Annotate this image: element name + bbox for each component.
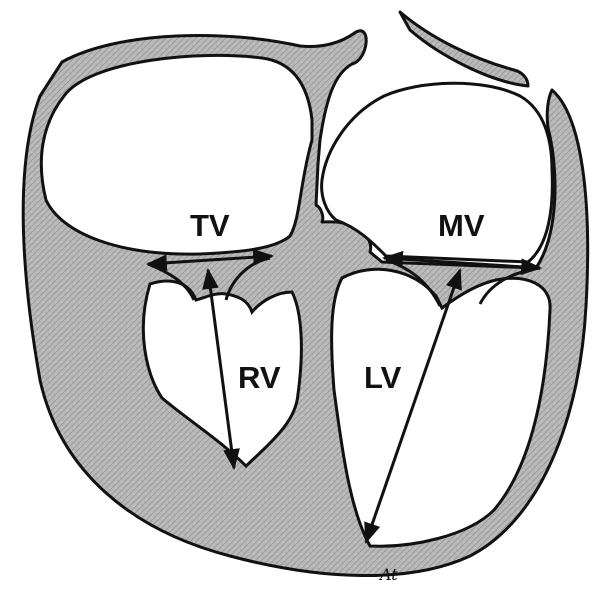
- artist-signature: At: [378, 565, 398, 584]
- tv-label: TV: [190, 208, 230, 243]
- rv-label: RV: [238, 360, 281, 395]
- right-atrium-cavity: [41, 55, 312, 254]
- mv-label: MV: [438, 208, 485, 243]
- lv-label: LV: [364, 360, 402, 395]
- aortic-fragment: [400, 12, 528, 86]
